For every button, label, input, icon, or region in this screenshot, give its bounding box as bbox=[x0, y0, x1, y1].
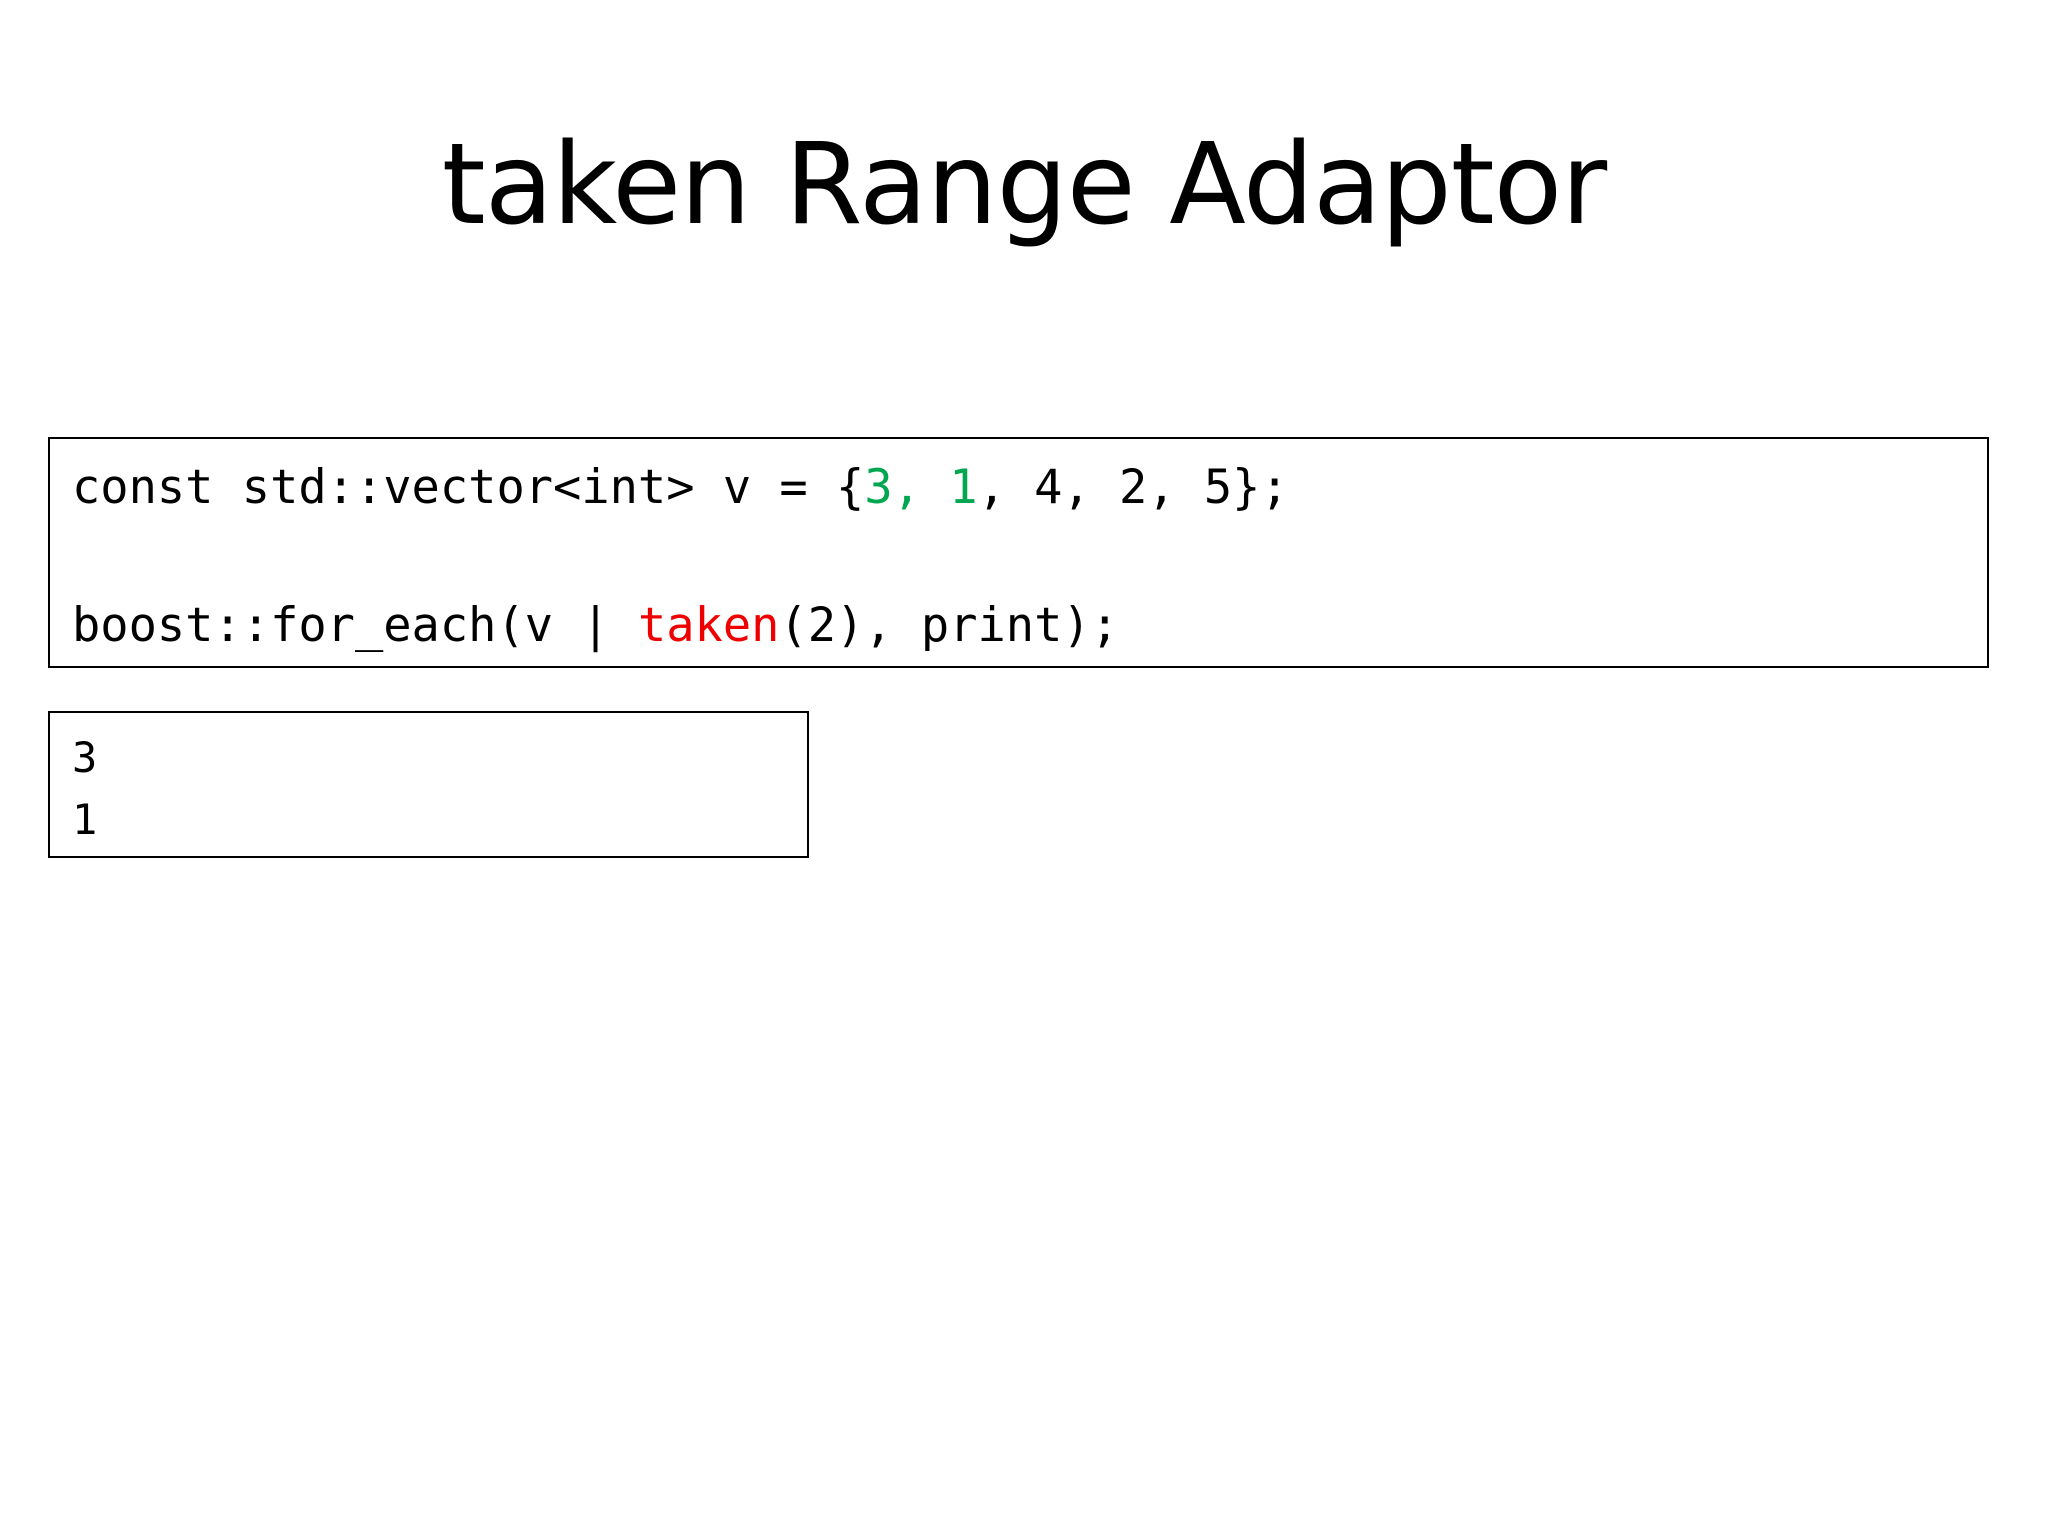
output-block: 3 1 bbox=[48, 711, 809, 858]
slide-title: taken Range Adaptor bbox=[441, 120, 1607, 250]
code-block: const std::vector<int> v = {3, 1, 4, 2, … bbox=[48, 437, 1989, 668]
code-text: , 4, 2, 5}; bbox=[977, 460, 1289, 515]
output-line: 1 bbox=[72, 795, 98, 844]
code-text: (2), print); bbox=[779, 598, 1119, 653]
highlighted-adaptor: taken bbox=[637, 598, 780, 653]
code-line-2: boost::for_each(v | taken(2), print); bbox=[72, 591, 1987, 660]
highlighted-values: 3, 1 bbox=[864, 460, 978, 515]
code-blank-line bbox=[72, 522, 1987, 591]
output-line: 3 bbox=[72, 733, 98, 782]
code-line-1: const std::vector<int> v = {3, 1, 4, 2, … bbox=[72, 453, 1987, 522]
code-text: const std::vector<int> v = { bbox=[72, 460, 865, 515]
code-text: boost::for_each(v | bbox=[72, 598, 638, 653]
